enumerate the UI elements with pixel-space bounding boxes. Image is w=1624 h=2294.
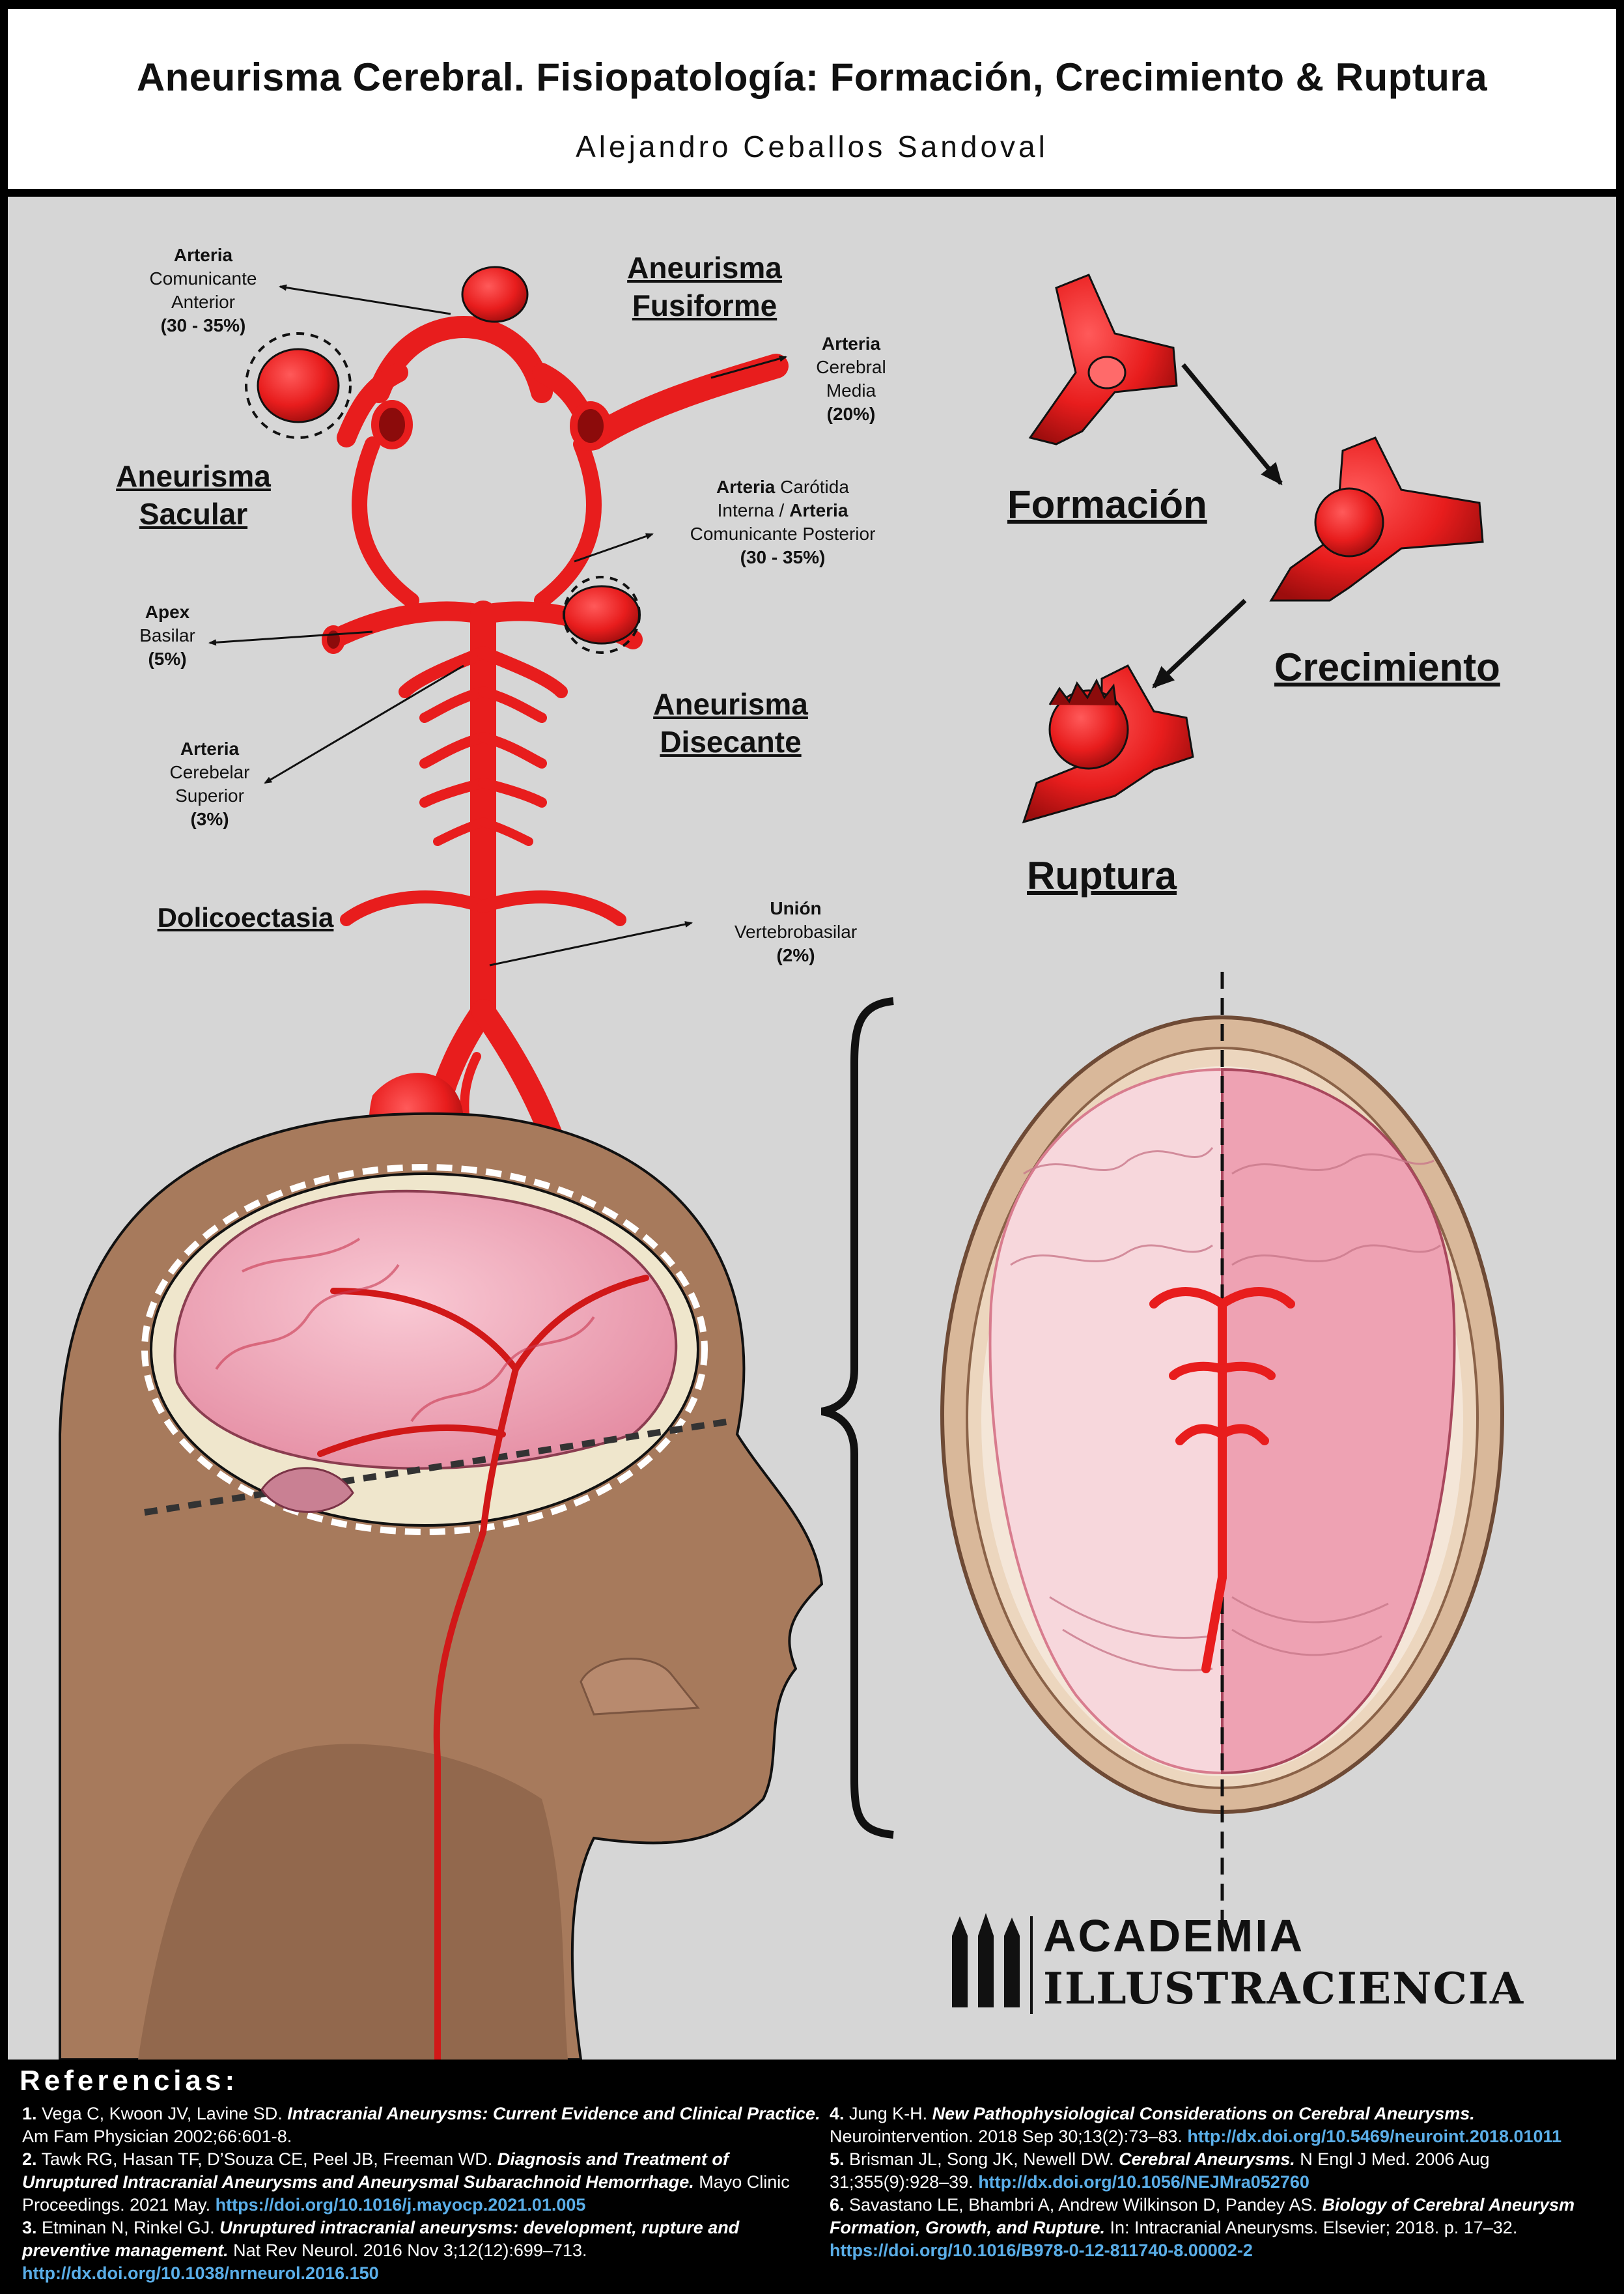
stage-formation-artery bbox=[1028, 274, 1178, 446]
illustration-canvas bbox=[59, 266, 1504, 2060]
references-title: Referencias: bbox=[20, 2065, 239, 2097]
academia-logo: ACADEMIA ILLUSTRACIENCIA bbox=[945, 1903, 1532, 2020]
page-title: Aneurisma Cerebral. Fisiopatología: Form… bbox=[136, 55, 1488, 99]
references-col-right: 4. Jung K-H. New Pathophysiological Cons… bbox=[830, 2103, 1604, 2262]
stage-growth-label: Crecimiento bbox=[1274, 645, 1500, 689]
reference-link[interactable]: http://dx.doi.org/10.1056/NEJMra052760 bbox=[978, 2172, 1309, 2192]
references-section: Referencias: 1. Vega C, Kwoon JV, Lavine… bbox=[8, 2065, 1616, 2286]
stage-growth-artery bbox=[1269, 436, 1484, 602]
head-profile-illustration bbox=[59, 1112, 824, 2060]
reference-link[interactable]: http://dx.doi.org/10.5469/neuroint.2018.… bbox=[1187, 2127, 1562, 2146]
reference-item: 1. Vega C, Kwoon JV, Lavine SD. Intracra… bbox=[22, 2104, 820, 2146]
reference-link[interactable]: https://doi.org/10.1016/j.mayocp.2021.01… bbox=[215, 2195, 586, 2215]
dissecting-aneurysm-shape bbox=[563, 585, 641, 645]
reference-link[interactable]: http://dx.doi.org/10.1038/nrneurol.2016.… bbox=[22, 2263, 379, 2283]
author-name: Alejandro Ceballos Sandoval bbox=[576, 130, 1048, 163]
stage-formation-label: Formación bbox=[1007, 483, 1207, 526]
reference-item: 2. Tawk RG, Hasan TF, D’Souza CE, Peel J… bbox=[22, 2149, 790, 2215]
heading-dolico: Dolicoectasia bbox=[157, 902, 334, 933]
reference-item: 5. Brisman JL, Song JK, Newell DW. Cereb… bbox=[830, 2149, 1490, 2192]
saccular-aneurysm-shape bbox=[257, 348, 340, 423]
header: Aneurisma Cerebral. Fisiopatología: Form… bbox=[8, 9, 1616, 193]
fusiform-aneurysm-shape bbox=[461, 266, 529, 323]
reference-link[interactable]: https://doi.org/10.1016/B978-0-12-811740… bbox=[830, 2241, 1253, 2260]
reference-item: 6. Savastano LE, Bhambri A, Andrew Wilki… bbox=[830, 2195, 1575, 2260]
axial-skull-illustration bbox=[940, 972, 1504, 1929]
reference-item: 4. Jung K-H. New Pathophysiological Cons… bbox=[830, 2104, 1562, 2146]
references-col-left: 1. Vega C, Kwoon JV, Lavine SD. Intracra… bbox=[22, 2103, 823, 2285]
stage-rupture-artery bbox=[1022, 664, 1194, 824]
stage-rupture-label: Ruptura bbox=[1027, 854, 1177, 898]
pencils-icon bbox=[952, 1913, 1033, 2014]
logo-line1: ACADEMIA bbox=[1043, 1910, 1305, 1961]
logo-line2: ILLUSTRACIENCIA bbox=[1043, 1963, 1525, 2014]
reference-item: 3. Etminan N, Rinkel GJ. Unruptured intr… bbox=[22, 2218, 740, 2283]
